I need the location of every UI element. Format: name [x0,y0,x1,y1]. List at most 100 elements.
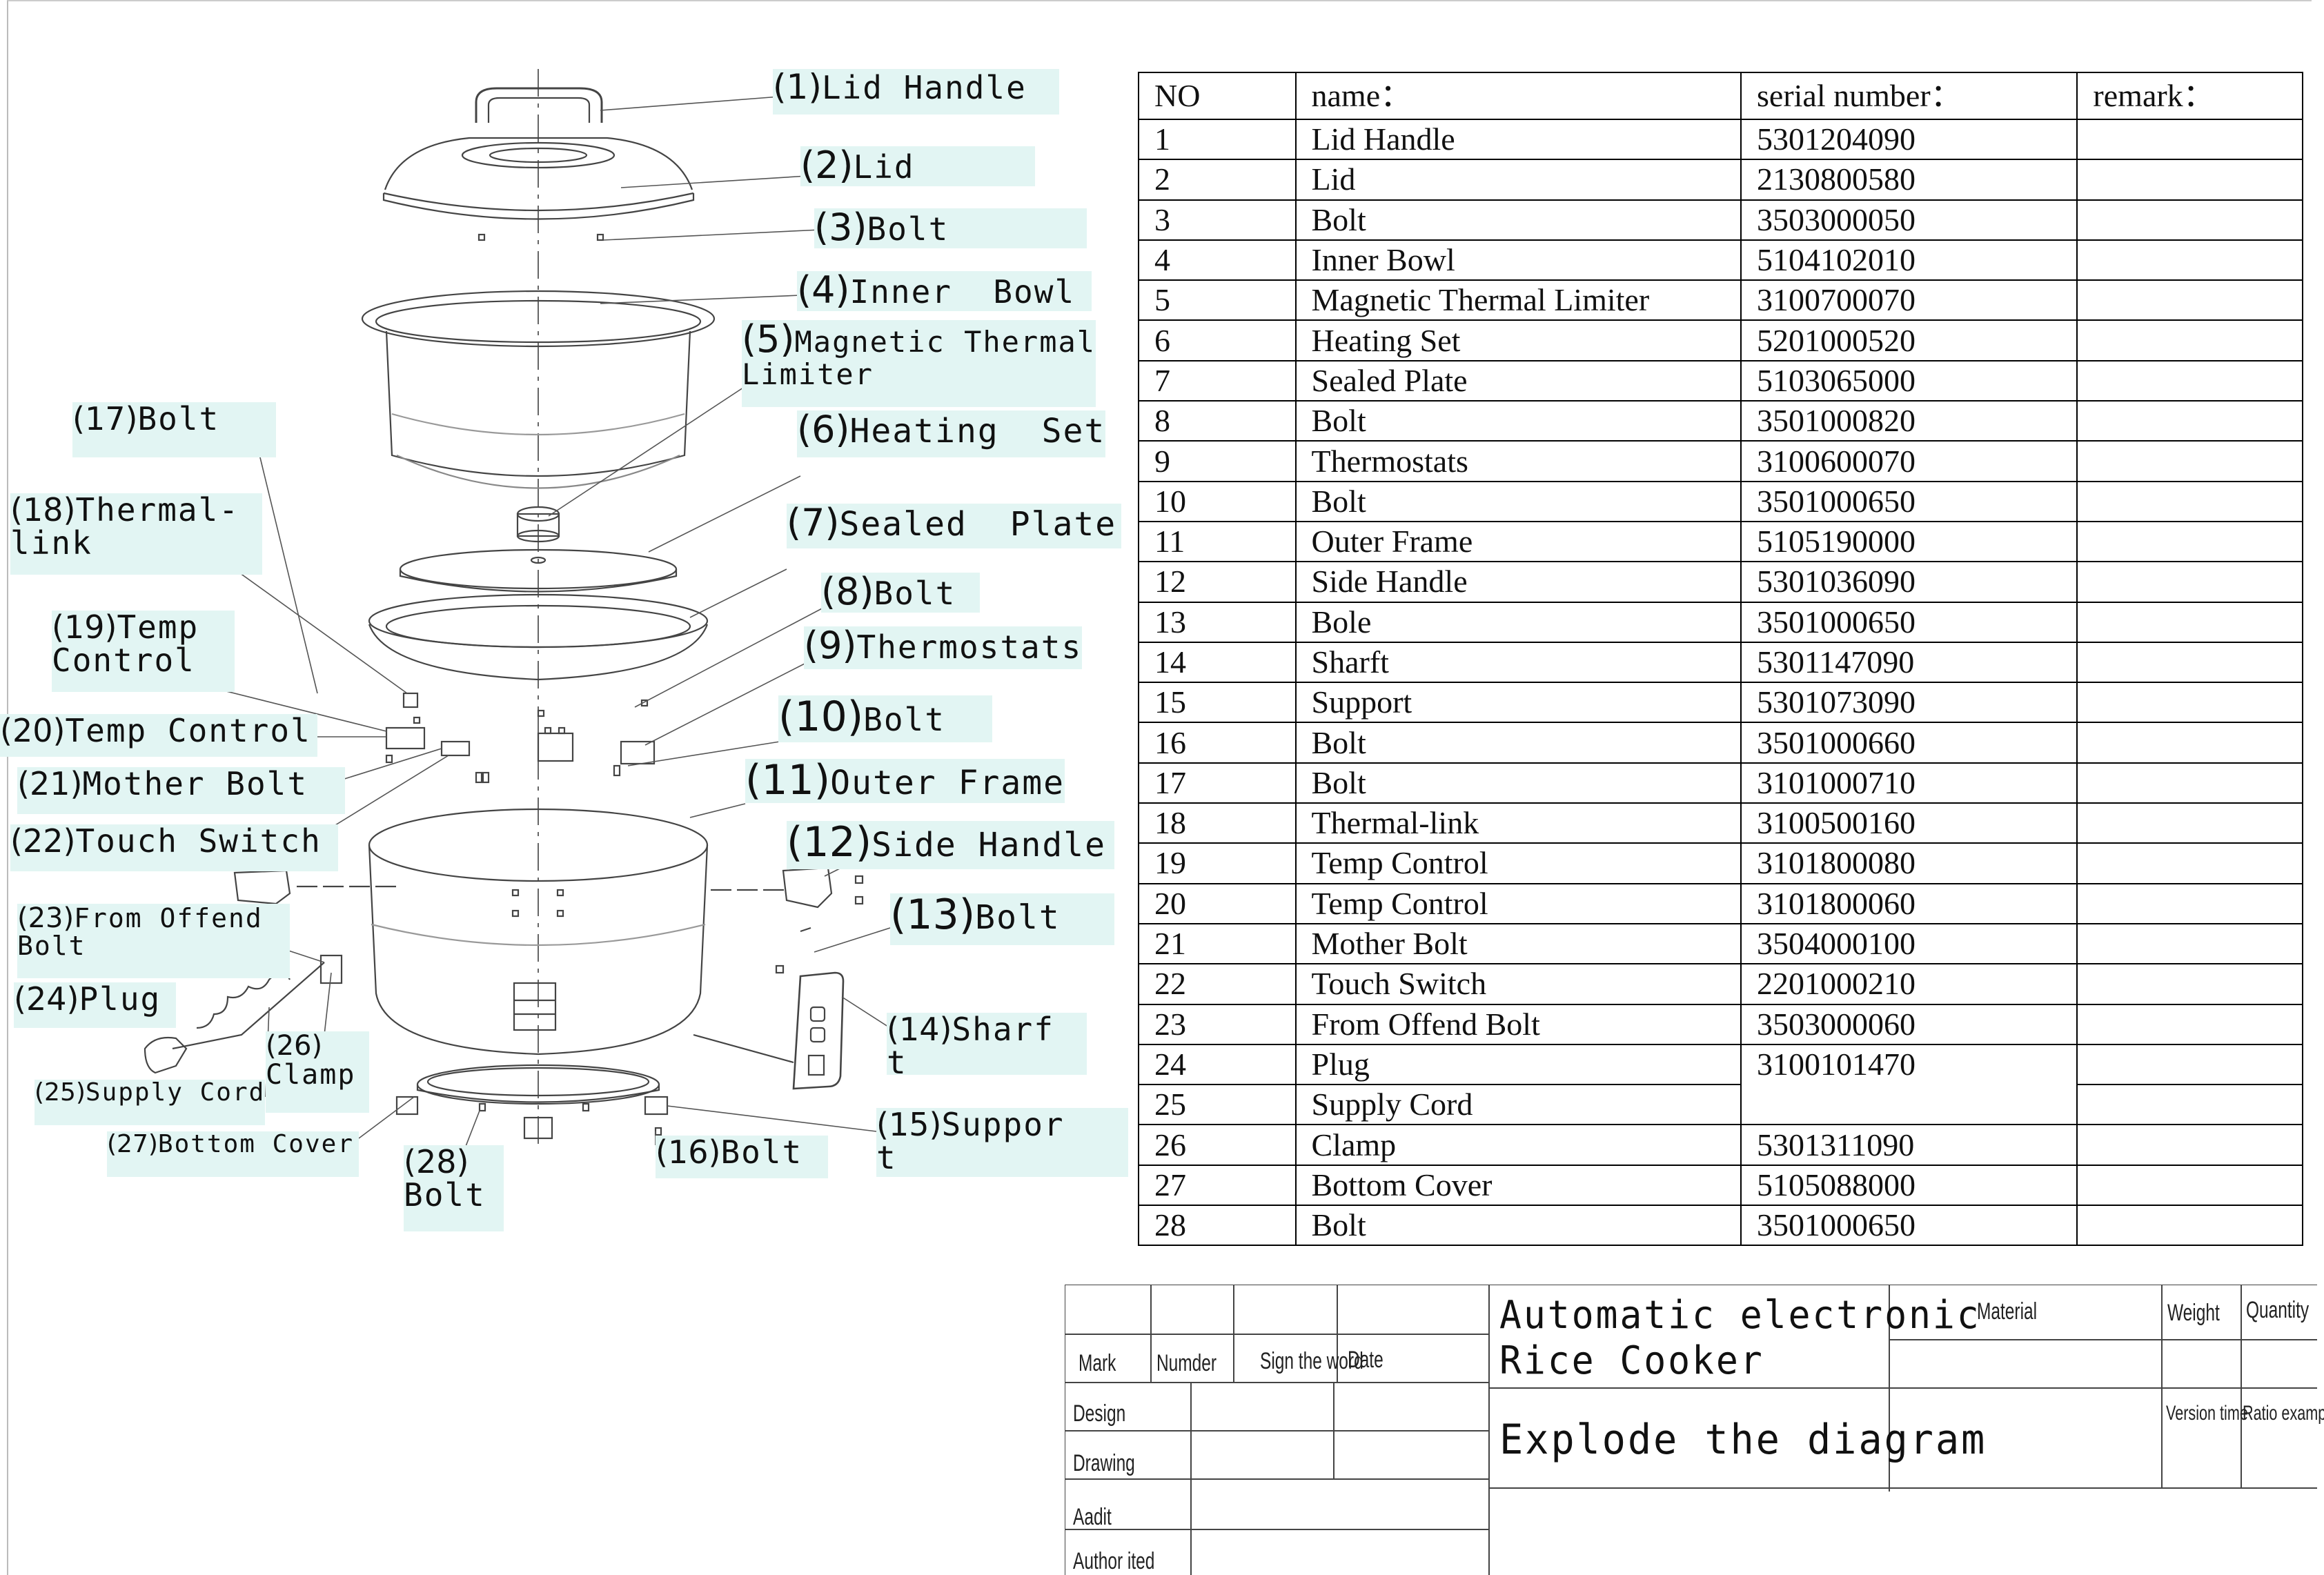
control-panel-part [693,927,845,1090]
callout-1: (1)Lid Handle [773,69,1059,115]
cell-remark [2076,561,2303,603]
mark-label: Mark [1079,1350,1116,1376]
cell-serial: 3503000060 [1740,1003,2078,1045]
callout-number: (27) [107,1130,158,1158]
cell-remark [2076,159,2303,201]
callout-label: Bolt [404,1176,486,1214]
cell-remark [2076,400,2303,442]
callout-number: (18) [10,491,76,528]
cell-remark [2076,762,2303,804]
callout-19: (19)Temp Control [52,611,235,692]
cell-remark [2076,802,2303,844]
cell-remark [2076,319,2303,361]
sealed-plate-part [368,593,709,681]
cell-no: 17 [1138,762,1297,804]
cell-no: 5 [1138,279,1297,321]
title-block-grid [1065,1285,2317,1575]
callout-27: (27)Bottom Cover [107,1131,359,1177]
cell-remark [2076,682,2303,724]
audit-label: Aadit [1073,1504,1112,1530]
cell-no: 24 [1138,1043,1297,1086]
cell-no: 22 [1138,963,1297,1005]
callout-23: (23)From Offend Bolt [17,904,290,978]
callout-number: (26) [266,1030,323,1062]
callout-number: (1) [773,67,822,107]
callout-number: (23) [17,902,75,934]
cell-remark [2076,440,2303,482]
callout-label: Bolt [720,1133,803,1171]
callout-label: Lid [853,148,915,186]
callout-number: (20) [0,712,66,749]
cell-remark [2076,359,2303,402]
callout-number: (5) [742,317,795,361]
cell-remark [2076,480,2303,522]
callout-label: From Offend Bolt [17,903,263,961]
cell-name: Clamp [1294,1124,1742,1166]
callout-11: (11)Outer Frame [745,759,1065,803]
cell-remark [2076,1124,2303,1166]
cell-remark [2076,842,2303,884]
callout-label: Bolt [874,575,956,612]
callout-28: (28) Bolt [404,1145,504,1231]
callout-15: (15)Suppor t [876,1108,1128,1177]
callout-4: (4)Inner Bowl [797,270,1092,311]
cell-no: 16 [1138,722,1297,764]
cell-name: Bolt [1294,400,1742,442]
cell-name: Mother Bolt [1294,922,1742,965]
magnetic-limiter-part [516,506,560,543]
cell-remark [2076,1205,2303,1247]
callout-label: Bolt [867,210,949,248]
cell-no: 6 [1138,319,1297,361]
date-label: Date [1348,1347,1383,1373]
cell-serial: 3101800080 [1740,842,2078,884]
cell-no: 12 [1138,561,1297,603]
callout-number: (17) [72,400,138,437]
callout-label: Supply Cord [85,1078,266,1107]
callout-17: (17)Bolt [72,402,276,457]
cell-serial: 3100600070 [1740,440,2078,482]
heating-set-part [399,548,678,593]
callout-13: (13)Bolt [890,893,1114,945]
cell-no: 19 [1138,842,1297,884]
cell-no: 10 [1138,480,1297,522]
cell-name: Inner Bowl [1294,239,1742,281]
callout-label: Outer Frame [830,764,1065,802]
cell-no: 8 [1138,400,1297,442]
drawing-label: Drawing [1073,1450,1135,1476]
callout-9: (9)Thermostats [804,626,1083,669]
callout-26: (26) Clamp [266,1031,369,1113]
callout-10: (10)Bolt [778,695,992,742]
callout-number: (6) [797,408,850,451]
cell-name: Magnetic Thermal Limiter [1294,279,1742,321]
callout-number: (15) [876,1106,942,1143]
callout-22: (22)Touch Switch [10,824,338,871]
callout-21: (21)Mother Bolt [17,767,345,814]
cell-name: Plug [1294,1043,1742,1086]
callout-label: Magnetic Thermal Limiter [742,325,1096,391]
cell-name: From Offend Bolt [1294,1003,1742,1045]
cell-remark [2076,641,2303,684]
design-label: Design [1073,1400,1126,1427]
callout-label: Sealed Plate [839,505,1117,544]
callout-14: (14)Sharf t [887,1013,1087,1080]
cell-name: Lid Handle [1294,118,1742,161]
callout-number: (21) [17,765,83,802]
callout-label: Bolt [863,701,945,738]
callout-number: (11) [745,756,831,804]
cell-remark [2076,1043,2303,1086]
cell-no: 20 [1138,882,1297,924]
callout-20: (20)Temp Control [0,714,317,757]
callout-18: (18)Thermal- link [10,493,262,575]
callout-label: Inner Bowl [849,273,1076,310]
cell-no: 18 [1138,802,1297,844]
header-remark: remark： [2076,72,2303,120]
